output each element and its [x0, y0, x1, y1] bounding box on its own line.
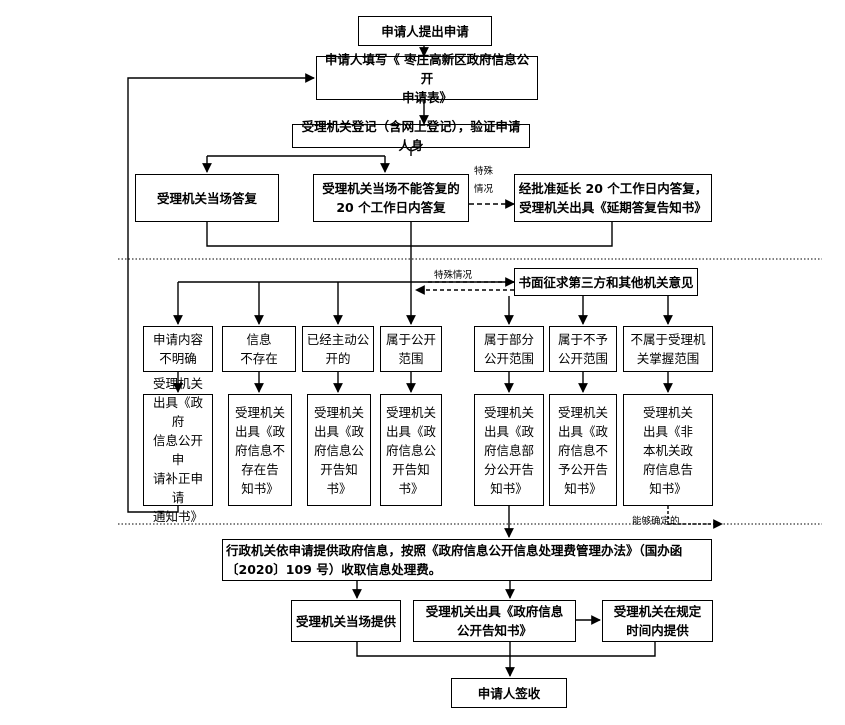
node-category-unclear: 申请内容 不明确 — [143, 326, 213, 372]
node-extend: 经批准延长 20 个工作日内答复， 受理机关出具《延期答复告知书》 — [514, 174, 712, 222]
node-category-not-exist: 信息 不存在 — [222, 326, 296, 372]
node-category-public: 属于公开 范围 — [380, 326, 442, 372]
node-fee: 行政机关依申请提供政府信息，按照《政府信息公开信息处理费管理办法》（国办函 〔2… — [222, 539, 712, 581]
node-doc-public: 受理机关 出具《政 府信息公 开告知 书》 — [380, 394, 442, 506]
node-doc-not-ours: 受理机关 出具《非 本机关政 府信息告 知书》 — [623, 394, 713, 506]
node-onsite-reply: 受理机关当场答复 — [135, 174, 279, 222]
node-fill-form: 申请人填写《 枣庄高新区政府信息公开 申请表》 — [316, 52, 538, 105]
label-can-confirm: 能够确定的 — [632, 516, 680, 527]
node-provide-onsite: 受理机关当场提供 — [291, 600, 401, 642]
label-special-1: 特殊 情况 — [474, 166, 494, 195]
node-cannot-reply: 受理机关当场不能答复的 20 个工作日内答复 — [313, 174, 469, 222]
node-doc-withheld: 受理机关 出具《政 府信息不 予公开告 知书》 — [549, 394, 617, 506]
node-category-published: 已经主动公 开的 — [302, 326, 374, 372]
node-provide-later: 受理机关在规定 时间内提供 — [602, 600, 713, 642]
node-issue-notice: 受理机关出具《政府信息 公开告知书》 — [413, 600, 576, 642]
node-doc-partial: 受理机关 出具《政 府信息部 分公开告 知书》 — [474, 394, 544, 506]
node-category-not-ours: 不属于受理机 关掌握范围 — [623, 326, 713, 372]
node-register: 受理机关登记（含网上登记），验证申请人身 — [292, 119, 530, 153]
label-special-2: 特殊情况 — [434, 270, 473, 281]
arrow-loop-back — [127, 73, 315, 513]
node-doc-not-exist: 受理机关 出具《政 府信息不 存在告 知书》 — [228, 394, 292, 506]
line-merge — [206, 222, 613, 247]
node-consult: 书面征求第三方和其他机关意见 — [514, 268, 698, 296]
node-doc-supplement: 受理机关 出具《政府 信息公开申 请补正申请 通知书》 — [143, 376, 213, 524]
node-apply: 申请人提出申请 — [358, 16, 492, 46]
node-category-partial: 属于部分 公开范围 — [474, 326, 544, 372]
node-doc-published: 受理机关 出具《政 府信息公 开告知 书》 — [307, 394, 371, 506]
node-sign: 申请人签收 — [451, 678, 567, 708]
node-category-withheld: 属于不予 公开范围 — [549, 326, 617, 372]
